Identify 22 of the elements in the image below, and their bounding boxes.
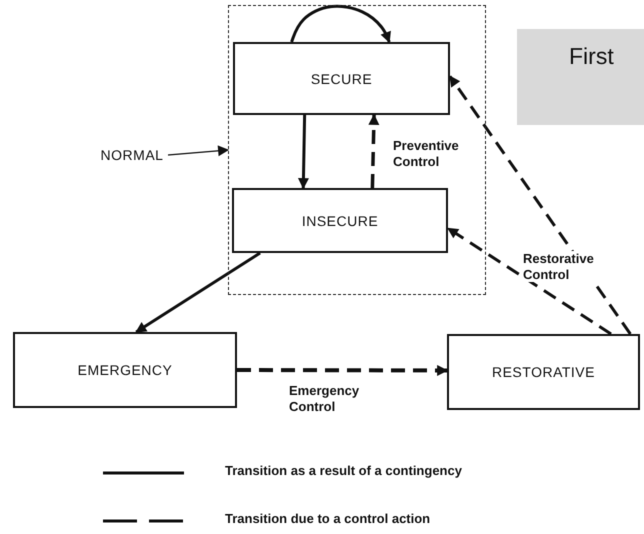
state-name: EMERGENCY [78,362,172,378]
region-frame [228,5,486,295]
arrow [298,114,309,190]
state-box [232,188,448,253]
text-panel [517,29,644,125]
state-name: SECURE [310,70,372,86]
arrow [290,4,391,44]
dashed-arrow [448,75,632,335]
arrow [168,145,230,156]
state-box [13,332,237,408]
state-name: INSECURE [302,212,378,228]
dashed-arrow [447,227,612,336]
legend-text: Transition as a result of a contingency [225,463,462,478]
state-box [447,334,640,410]
arrow [135,252,261,334]
dashed-arrow [368,114,380,188]
state-box [233,42,450,115]
node-label: NORMAL [100,147,164,163]
legend-text: Transition due to a control action [225,511,430,526]
state-name: RESTORATIVE [492,364,595,380]
dashed-arrow [237,364,448,376]
panel-text: First [569,43,614,70]
